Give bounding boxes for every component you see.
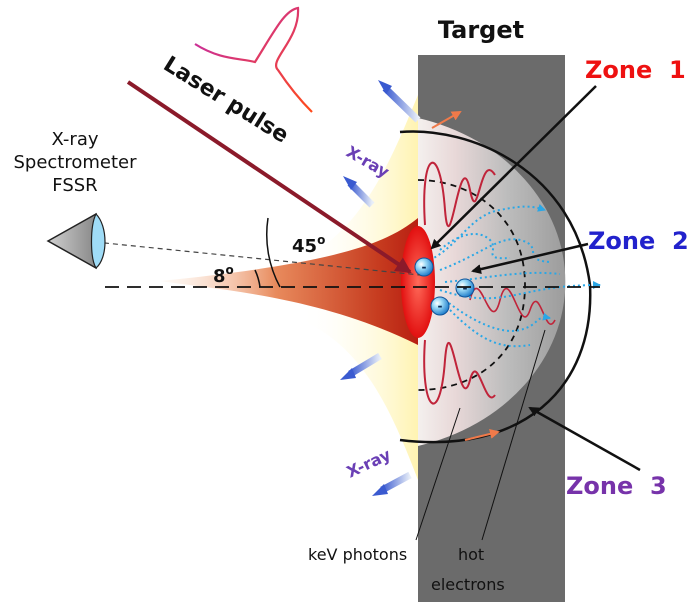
hot-label: hot — [458, 545, 484, 564]
orange-arrow-top — [431, 111, 462, 129]
angle-8-value: 8 — [213, 266, 226, 287]
angle-45-arc — [265, 217, 281, 288]
angle-8-degree: o — [226, 263, 234, 277]
xray-label-top: X-ray — [343, 142, 393, 182]
kev-photon-wave-top — [423, 161, 496, 228]
kev-photons-label: keV photons — [308, 545, 407, 564]
xray-arrow-bottom — [372, 471, 412, 496]
laser-beam — [126, 80, 412, 274]
kev-photons-pointer — [415, 407, 461, 541]
electron-2: - — [455, 278, 475, 298]
plasma-plume — [160, 218, 418, 345]
laser-pulse-shape — [194, 6, 313, 113]
spectrometer-label-line2: Spectrometer — [13, 152, 137, 173]
zone2-boundary — [417, 179, 526, 391]
laser-pulse-label: Laser pulse — [159, 52, 293, 149]
hot-electrons-pointer — [481, 329, 546, 541]
zone1-label: Zone 1 — [585, 56, 686, 84]
spectrometer-icon — [46, 212, 106, 270]
electron-2-sign: - — [463, 281, 468, 295]
electron-3-sign: - — [438, 299, 443, 313]
xray-arrow-top-left — [343, 176, 375, 208]
orange-arrow-bottom — [464, 429, 500, 441]
zone3-pointer — [528, 406, 641, 472]
electron-1: - — [414, 257, 434, 277]
electron-1-sign: - — [422, 260, 427, 274]
target-label: Target — [438, 16, 524, 44]
spectrometer-label-line3: FSSR — [52, 175, 97, 196]
kev-photon-wave-bottom — [423, 339, 496, 405]
electron-3: - — [430, 296, 450, 316]
spectrometer-label-line1: X-ray — [51, 129, 98, 150]
xray-arrow-top-right — [378, 80, 421, 123]
electrons-label: electrons — [431, 575, 505, 594]
xray-label-bottom: X-ray — [344, 445, 395, 482]
angle-8-arc — [254, 269, 261, 288]
zone1-pointer — [430, 85, 597, 250]
zone2-pointer — [471, 242, 589, 275]
angle-45-label: 45o — [292, 233, 325, 257]
zone3-label: Zone 3 — [566, 472, 667, 500]
xray-arrow-bottom-left — [340, 352, 382, 380]
zone2-label: Zone 2 — [588, 227, 689, 255]
spectrometer-line-of-sight — [94, 241, 421, 276]
heated-dome — [418, 118, 566, 446]
zone1-region — [401, 226, 435, 338]
angle-8-label: 8o — [213, 263, 234, 287]
angle-45-value: 45 — [292, 236, 317, 257]
angle-45-degree: o — [317, 233, 325, 247]
